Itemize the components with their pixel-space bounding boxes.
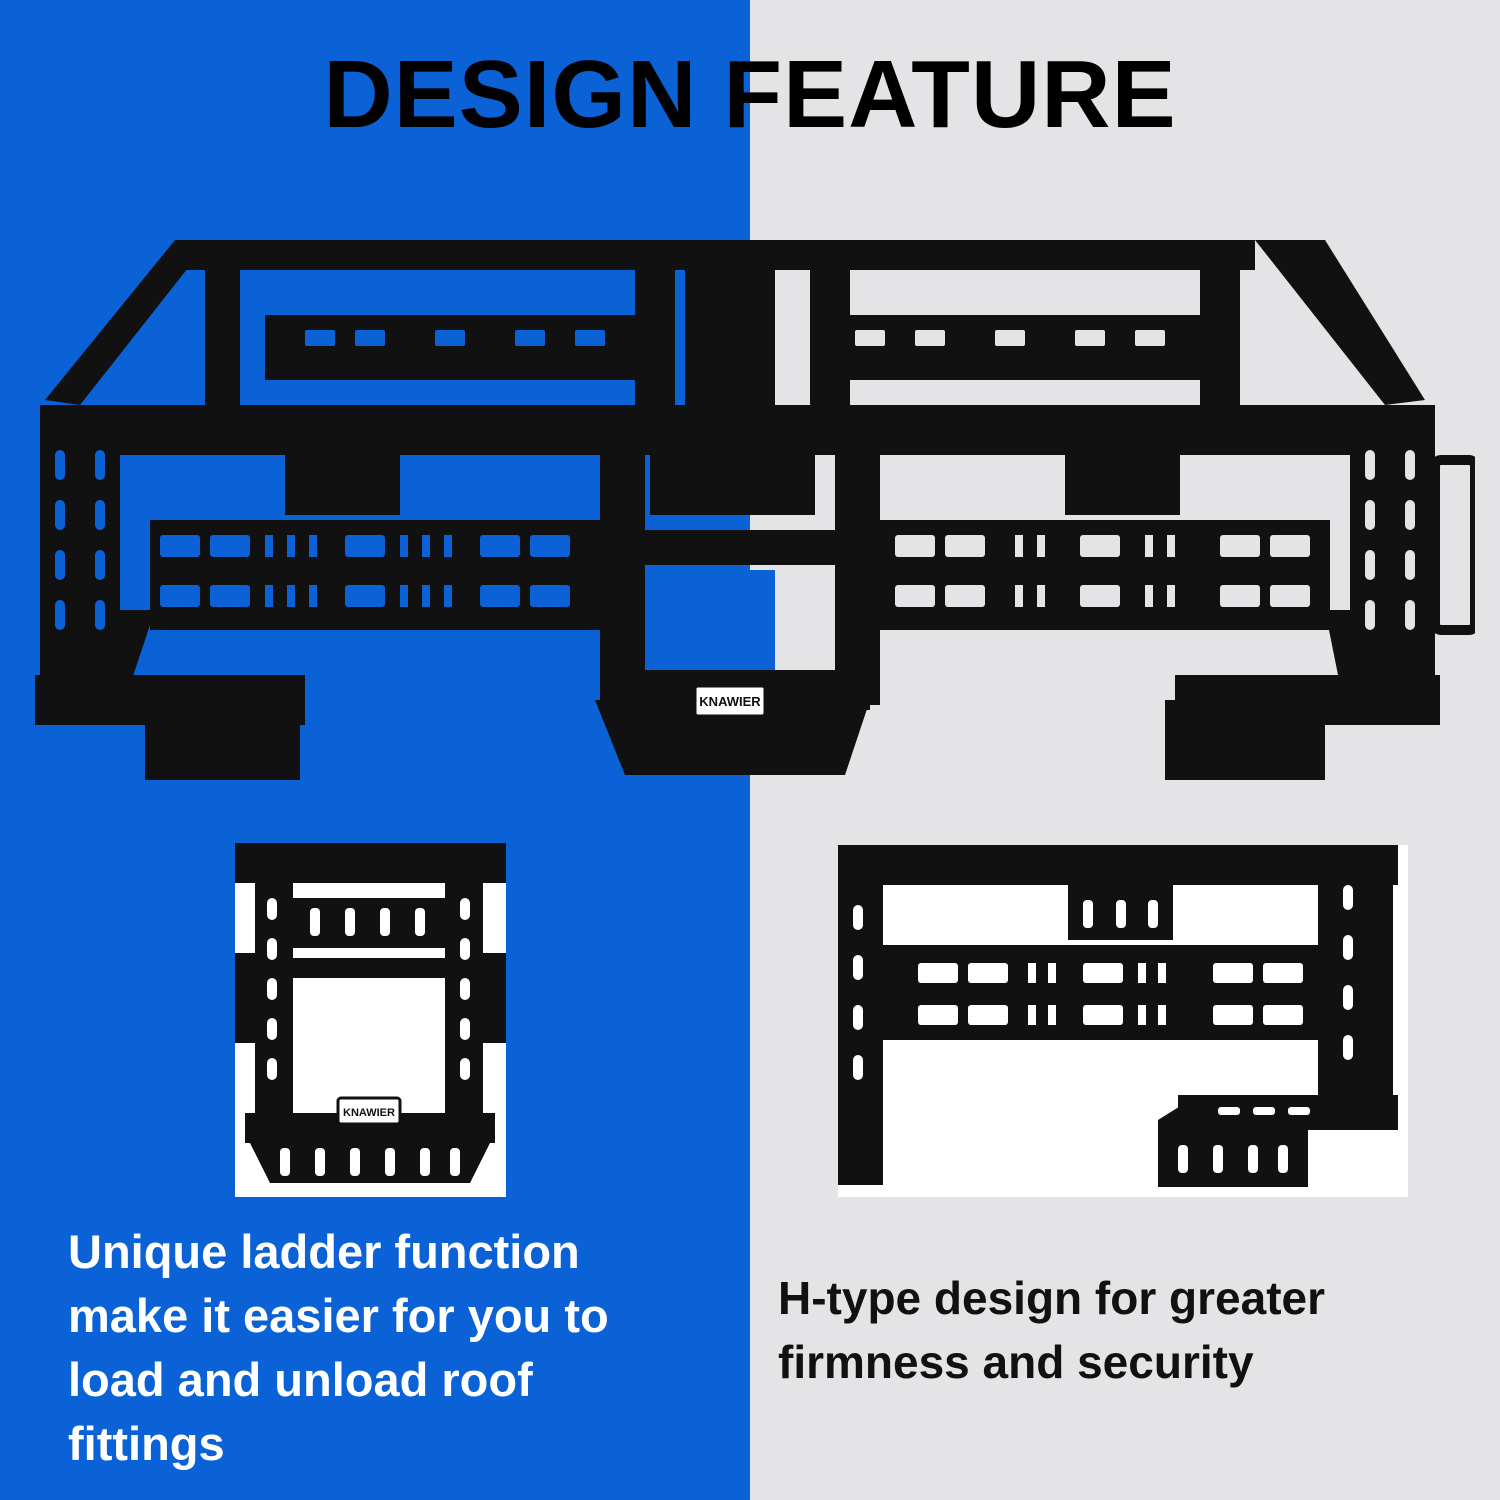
brand-label-inset: KNAWIER [343, 1107, 395, 1119]
ladder-caption-line: fittings [68, 1417, 225, 1470]
h-type-feature-caption: H-type design for greater firmness and s… [778, 1266, 1478, 1394]
ladder-caption-line: Unique ladder function [68, 1225, 580, 1278]
ladder-detail-image: KNAWIER [235, 843, 506, 1197]
h-type-caption-line: firmness and security [778, 1336, 1254, 1388]
ladder-feature-caption: Unique ladder function make it easier fo… [68, 1220, 728, 1476]
brand-label-hero: KNAWIER [699, 694, 761, 709]
ladder-caption-line: load and unload roof [68, 1353, 533, 1406]
title-word-feature: FEATURE [723, 41, 1177, 148]
h-type-detail-image [838, 845, 1408, 1197]
bed-rack-hero-image: KNAWIER [35, 240, 1475, 780]
title-word-design: DESIGN [323, 41, 698, 148]
ladder-caption-line: make it easier for you to [68, 1289, 609, 1342]
h-type-caption-line: H-type design for greater [778, 1272, 1325, 1324]
